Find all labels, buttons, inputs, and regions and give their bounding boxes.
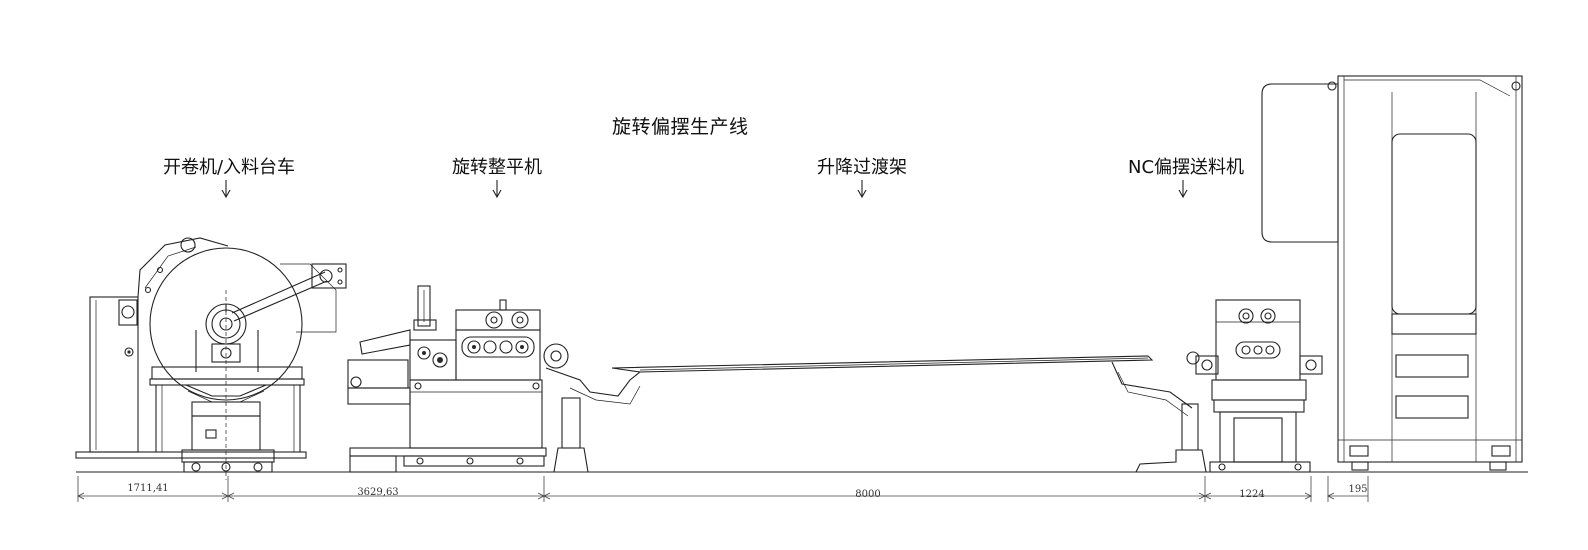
dimension-1711: 1711,41 <box>127 483 169 494</box>
arrow-down-icon <box>857 180 867 199</box>
uncoiler-icon <box>75 237 347 480</box>
machine-label-uncoiler: 开卷机/入料台车 <box>162 157 296 178</box>
machine-label-nc-feeder: NC偏摆送料机 <box>1127 157 1245 178</box>
diagram-title: 旋转偏摆生产线 <box>612 116 749 138</box>
dimension-8000: 8000 <box>855 489 881 500</box>
dimension-195: 195 <box>1348 484 1368 495</box>
arrow-down-icon <box>492 180 502 199</box>
dimension-3629: 3629,63 <box>357 487 399 498</box>
transition-bridge-icon <box>543 343 1207 473</box>
press-icon <box>1261 75 1523 471</box>
dimension-lines <box>77 476 1369 502</box>
straightener-icon <box>347 285 547 473</box>
machine-label-transition: 升降过渡架 <box>817 157 907 178</box>
arrow-down-icon <box>1178 180 1188 199</box>
dimension-1224: 1224 <box>1239 489 1265 500</box>
nc-feeder-icon <box>1195 299 1323 473</box>
arrow-down-icon <box>221 180 231 199</box>
machine-label-straightener: 旋转整平机 <box>452 157 542 178</box>
label-arrows <box>221 180 1188 199</box>
